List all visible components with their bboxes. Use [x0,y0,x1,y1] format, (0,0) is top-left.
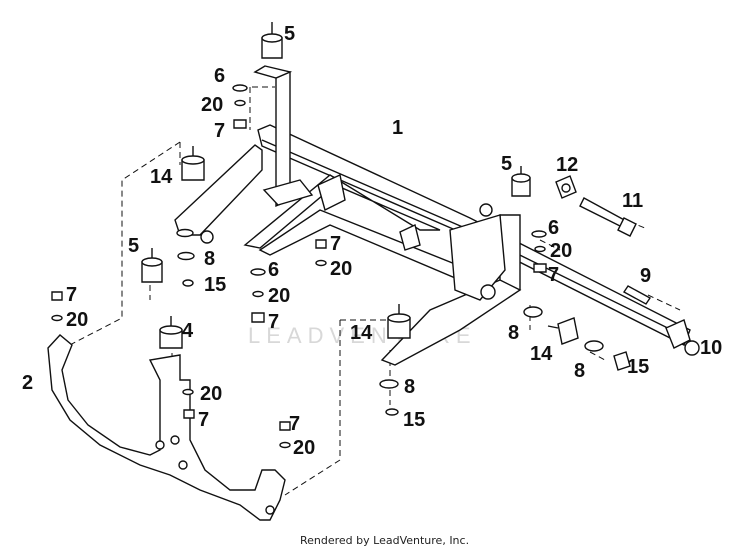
callout-7: 7 [548,264,559,286]
callout-7: 7 [66,284,77,306]
hardware [51,84,700,449]
callout-7: 7 [330,233,341,255]
callout-8: 8 [204,248,215,270]
callout-20: 20 [66,309,88,331]
callout-20: 20 [268,285,290,307]
callout-7: 7 [198,409,209,431]
callout-8: 8 [574,360,585,382]
callout-14: 14 [530,343,553,365]
callout-20: 20 [201,94,223,116]
callout-11: 11 [622,190,643,212]
callout-15: 15 [403,409,425,431]
callout-14: 14 [350,322,373,344]
callout-10: 10 [700,337,722,359]
callout-7: 7 [214,120,225,142]
footer-credit: Rendered by LeadVenture, Inc. [300,534,469,547]
callout-20: 20 [550,240,572,262]
callout-8: 8 [508,322,519,344]
callout-7: 7 [289,413,300,435]
callout-5: 5 [128,235,139,257]
callout-7: 7 [268,311,279,333]
callout-14: 14 [150,166,173,188]
callout-9: 9 [640,265,651,287]
callout-8: 8 [404,376,415,398]
callout-4: 4 [182,320,194,342]
callout-20: 20 [330,258,352,280]
callout-15: 15 [204,274,226,296]
callout-1: 1 [392,117,403,139]
callout-6: 6 [268,259,279,281]
callout-2: 2 [22,372,33,394]
leader-lines [59,86,681,496]
main-frame [174,65,691,366]
lower-bracket [47,334,286,521]
callout-5: 5 [284,23,295,45]
callout-20: 20 [293,437,315,459]
callout-6: 6 [548,217,559,239]
callout-15: 15 [627,356,649,378]
callout-6: 6 [214,65,225,87]
callout-20: 20 [200,383,222,405]
isolators [141,22,579,349]
callouts: 5 6 20 7 1 14 5 12 11 6 20 7 9 5 8 15 6 … [22,23,722,459]
callout-12: 12 [556,154,578,176]
callout-5: 5 [501,153,512,175]
